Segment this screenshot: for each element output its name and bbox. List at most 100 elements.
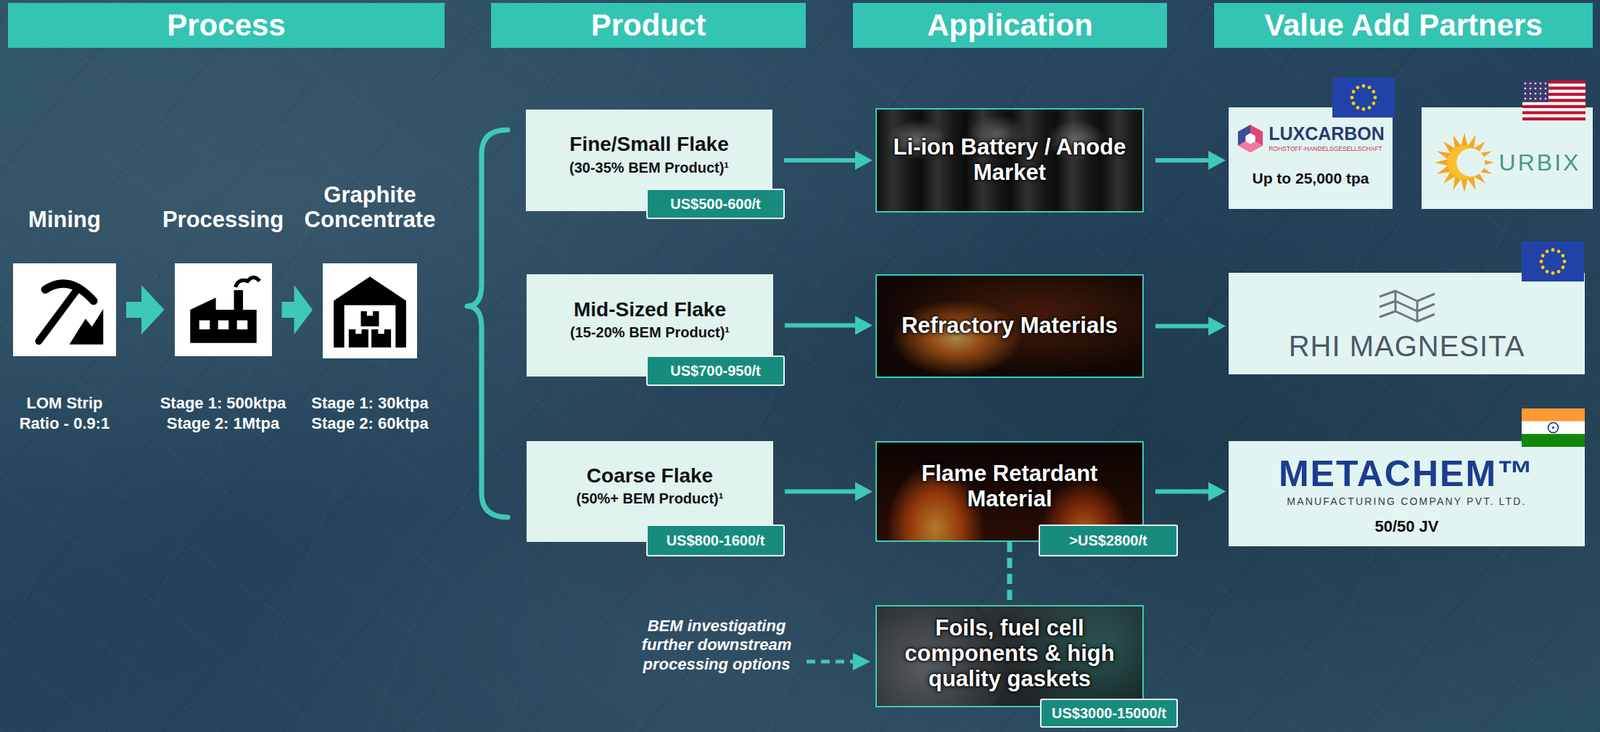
process-icon-part xyxy=(371,328,391,347)
country-flag-part xyxy=(1522,114,1586,119)
logo-icon xyxy=(1433,132,1495,193)
process-icon-part xyxy=(361,311,380,327)
product-share: (50%+ BEM Product)¹ xyxy=(576,490,724,507)
country-flag-part xyxy=(1367,85,1372,90)
product-name: Coarse Flake xyxy=(586,464,713,488)
process-icon-part xyxy=(69,308,104,345)
flow-arrow xyxy=(1155,316,1226,336)
price-text: US$800-1600/t xyxy=(666,532,766,550)
arrow-line xyxy=(784,158,857,163)
arrow-line xyxy=(1155,158,1210,163)
application-name: Foils, fuel cell components & high quali… xyxy=(884,615,1136,692)
country-flag-part xyxy=(1534,97,1537,101)
logo-icon xyxy=(1373,287,1441,326)
product-brace xyxy=(467,129,508,518)
process-step: MiningLOM Strip Ratio - 0.9:1 xyxy=(10,181,119,472)
arrow-head xyxy=(1208,316,1226,336)
process-icon-part xyxy=(234,277,259,288)
dashed-leader-head xyxy=(852,652,871,671)
arrow-head xyxy=(855,150,873,170)
partner-box: LUXCARBONROHSTOFF-HANDELSGESELLSCHAFTUp … xyxy=(1228,107,1393,209)
process-icon xyxy=(185,271,262,348)
application-box: Refractory Materials xyxy=(875,274,1144,378)
logo-row: URBIX xyxy=(1433,132,1582,193)
price-tag: US$800-1600/t xyxy=(646,524,785,557)
text-wrap: Stage 1: 30ktpa Stage 2: 60ktpa xyxy=(300,393,439,434)
country-flag-part xyxy=(1544,82,1548,85)
flow-arrow xyxy=(784,482,873,502)
country-flag-part xyxy=(1551,248,1556,252)
country-flag-part xyxy=(1544,97,1548,101)
country-flag-part xyxy=(1367,105,1372,110)
step-detail: LOM Strip Ratio - 0.9:1 xyxy=(10,393,119,434)
logo-text: LUXCARBONROHSTOFF-HANDELSGESELLSCHAFT xyxy=(1268,124,1385,153)
country-flag-part xyxy=(1372,89,1376,94)
arrow-head xyxy=(1208,150,1226,170)
logo-icon-part xyxy=(1456,147,1485,177)
country-flag-part xyxy=(1557,249,1561,254)
header-text: Product xyxy=(591,7,707,43)
country-flag-part xyxy=(1521,241,1585,282)
country-flag-part xyxy=(1544,87,1548,90)
country-flag-part xyxy=(1524,82,1527,85)
process-icon-part xyxy=(344,304,397,347)
logo-subtitle: MANUFACTURING COMPANY PVT. LTD. xyxy=(1286,495,1527,507)
price-text: US$3000-15000/t xyxy=(1051,704,1167,722)
partner-box: RHI MAGNESITA xyxy=(1228,272,1585,375)
arrow-head xyxy=(855,316,873,336)
country-flag-part xyxy=(1534,82,1537,85)
arrow-line xyxy=(1155,324,1210,329)
country-flag-part xyxy=(1541,253,1545,258)
flow-arrow xyxy=(1155,150,1226,170)
note-text: BEM investigating further downstream pro… xyxy=(641,616,793,674)
country-flag-part xyxy=(1522,102,1586,106)
country-flag-part xyxy=(1351,101,1356,106)
flow-arrow xyxy=(784,150,873,170)
flow-arrow xyxy=(282,285,314,335)
price-tag: US$700-950/t xyxy=(646,355,785,386)
country-flag-part xyxy=(1545,269,1550,274)
country-flag-part xyxy=(1548,422,1559,434)
process-icon-part xyxy=(190,297,257,343)
country-flag-part xyxy=(1351,89,1356,94)
product-name: Mid-Sized Flake xyxy=(573,298,727,322)
country-flag-part xyxy=(1539,259,1544,264)
column-header: Process xyxy=(7,2,445,48)
country-flag-part xyxy=(1561,265,1566,270)
country-flag xyxy=(1332,77,1395,118)
country-flag-part xyxy=(1524,92,1527,96)
country-flag-part xyxy=(1356,105,1360,110)
header-text: Value Add Partners xyxy=(1264,7,1543,43)
header-text: Process xyxy=(166,7,286,43)
product-share: (30-35% BEM Product)¹ xyxy=(569,159,729,177)
dashed-leader xyxy=(806,660,855,664)
logo-row: LUXCARBONROHSTOFF-HANDELSGESELLSCHAFT xyxy=(1236,123,1385,154)
logo-icon-part xyxy=(1238,124,1263,153)
step-heading: Processing xyxy=(162,207,284,233)
jv-note: 50/50 JV xyxy=(1374,517,1439,536)
country-flag-part xyxy=(1544,92,1548,96)
icon-box xyxy=(174,263,272,357)
step-heading: Graphite Concentrate xyxy=(300,182,439,233)
arrow-head xyxy=(1208,482,1226,502)
logo-icon-part xyxy=(1379,290,1435,322)
country-flag-part xyxy=(1522,80,1549,103)
arrow-line xyxy=(784,323,857,328)
column-header: Value Add Partners xyxy=(1214,2,1593,48)
country-flag xyxy=(1521,241,1585,282)
process-icon-part xyxy=(377,328,384,333)
country-flag-part xyxy=(1332,77,1395,118)
step-detail: Stage 1: 30ktpa Stage 2: 60ktpa xyxy=(300,393,439,434)
header-text: Application xyxy=(926,7,1094,43)
arrow-line xyxy=(1007,541,1013,605)
text-wrap: LOM Strip Ratio - 0.9:1 xyxy=(10,393,119,434)
flow-arrow xyxy=(1009,541,1011,605)
block-arrow xyxy=(282,285,314,335)
icon-box xyxy=(322,263,418,359)
country-flag-part xyxy=(1545,249,1550,254)
country-flag-part xyxy=(1362,107,1366,111)
step-heading: Mining xyxy=(28,207,101,233)
country-flag-part xyxy=(1539,97,1542,101)
product-name: Fine/Small Flake xyxy=(569,132,729,156)
